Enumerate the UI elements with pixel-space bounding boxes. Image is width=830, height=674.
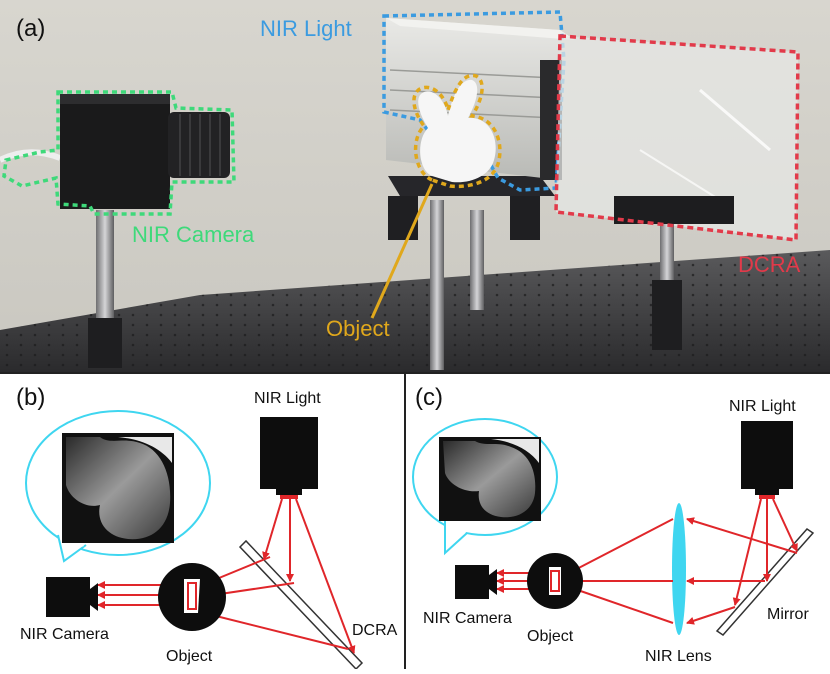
label-mirror-c: Mirror bbox=[767, 606, 809, 623]
label-panel-c: (c) bbox=[415, 384, 443, 411]
bunny-object bbox=[418, 79, 496, 183]
label-dcra-a: DCRA bbox=[738, 252, 801, 277]
camera-outline bbox=[2, 90, 236, 216]
camera-post bbox=[96, 210, 114, 330]
camera-view-bubble bbox=[25, 410, 211, 563]
nir-camera-icon-b bbox=[46, 577, 98, 617]
nir-camera-icon-c bbox=[455, 565, 497, 599]
photo-scene: NIR Camera NIR Light Object DCRA (a) bbox=[0, 0, 830, 373]
nir-camera-body bbox=[60, 94, 170, 209]
table-holes bbox=[0, 250, 830, 373]
stage-post bbox=[430, 200, 444, 370]
object-icon-b bbox=[158, 563, 226, 631]
camera-post-base bbox=[88, 318, 122, 368]
label-object-c: Object bbox=[527, 628, 574, 645]
dcra-plate bbox=[556, 36, 798, 240]
object-outline bbox=[412, 73, 502, 189]
label-dcra-b: DCRA bbox=[352, 622, 398, 639]
nir-light-icon-c bbox=[741, 421, 793, 489]
camera-view-bubble-c bbox=[412, 418, 558, 556]
diagram-c: (c) NIR Light Mirror NIR Lens bbox=[412, 384, 815, 665]
nir-lens-c bbox=[672, 503, 686, 635]
label-nir-light-a: NIR Light bbox=[260, 16, 352, 41]
label-nir-camera-b: NIR Camera bbox=[20, 626, 109, 643]
label-nir-camera-a: NIR Camera bbox=[132, 222, 255, 247]
nir-light-icon-b bbox=[260, 417, 318, 489]
diagram-b: (b) NIR Light DCRA Object NIR Ca bbox=[16, 384, 398, 671]
horizontal-divider bbox=[0, 372, 830, 374]
camera-cable bbox=[0, 149, 62, 163]
dcra-holder bbox=[614, 196, 734, 224]
label-nir-light-b: NIR Light bbox=[254, 390, 321, 407]
label-object-b: Object bbox=[166, 648, 213, 665]
label-nir-camera-c: NIR Camera bbox=[423, 610, 512, 627]
label-nir-lens-c: NIR Lens bbox=[645, 648, 712, 665]
dcra-plate-b bbox=[238, 539, 364, 671]
label-panel-b: (b) bbox=[16, 384, 45, 411]
label-nir-light-c: NIR Light bbox=[729, 398, 796, 415]
object-icon-c bbox=[527, 553, 583, 609]
label-object-a: Object bbox=[326, 316, 390, 341]
diagram-panel-c: (c) NIR Light Mirror NIR Lens bbox=[405, 373, 830, 669]
label-panel-a: (a) bbox=[16, 15, 45, 42]
photo-panel-a: NIR Camera NIR Light Object DCRA (a) bbox=[0, 0, 830, 373]
vertical-divider bbox=[404, 374, 406, 669]
diagram-panel-b: (b) NIR Light DCRA Object NIR Ca bbox=[0, 373, 405, 671]
object-leader-line bbox=[370, 183, 434, 319]
